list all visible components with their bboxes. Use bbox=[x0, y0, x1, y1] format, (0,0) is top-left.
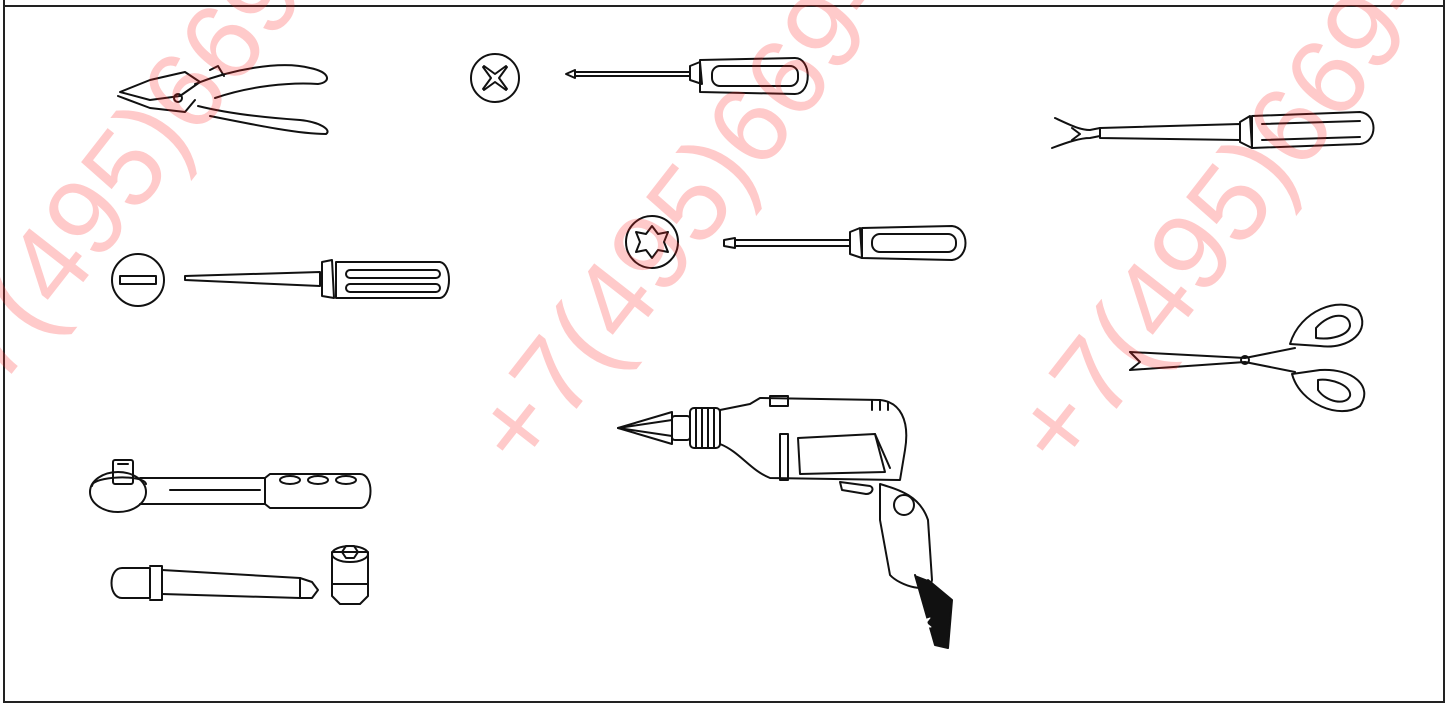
slot-icon bbox=[111, 253, 165, 307]
phillips-screwdriver-icon bbox=[470, 53, 809, 103]
ratchet-wrench-icon bbox=[89, 459, 372, 513]
watermark-text-1: +7(495)669-38-36 bbox=[0, 0, 523, 455]
watermark-group: +7(495)669-38-36 +7(495)669-38-36 +7(495… bbox=[0, 0, 1448, 490]
torx-star-icon bbox=[625, 215, 679, 269]
extension-socket-icon bbox=[110, 545, 369, 605]
page-border bbox=[3, 0, 1445, 703]
torx-screwdriver-icon bbox=[625, 215, 967, 269]
scissors-icon bbox=[1129, 303, 1366, 412]
electric-drill-icon bbox=[617, 395, 953, 649]
flat-screwdriver-icon bbox=[111, 253, 450, 307]
trim-removal-tool-icon bbox=[1051, 111, 1375, 149]
watermark-text-3: +7(495)669-38-36 bbox=[987, 0, 1448, 490]
side-cutters-icon bbox=[117, 64, 329, 135]
phillips-cross-icon bbox=[470, 53, 520, 103]
